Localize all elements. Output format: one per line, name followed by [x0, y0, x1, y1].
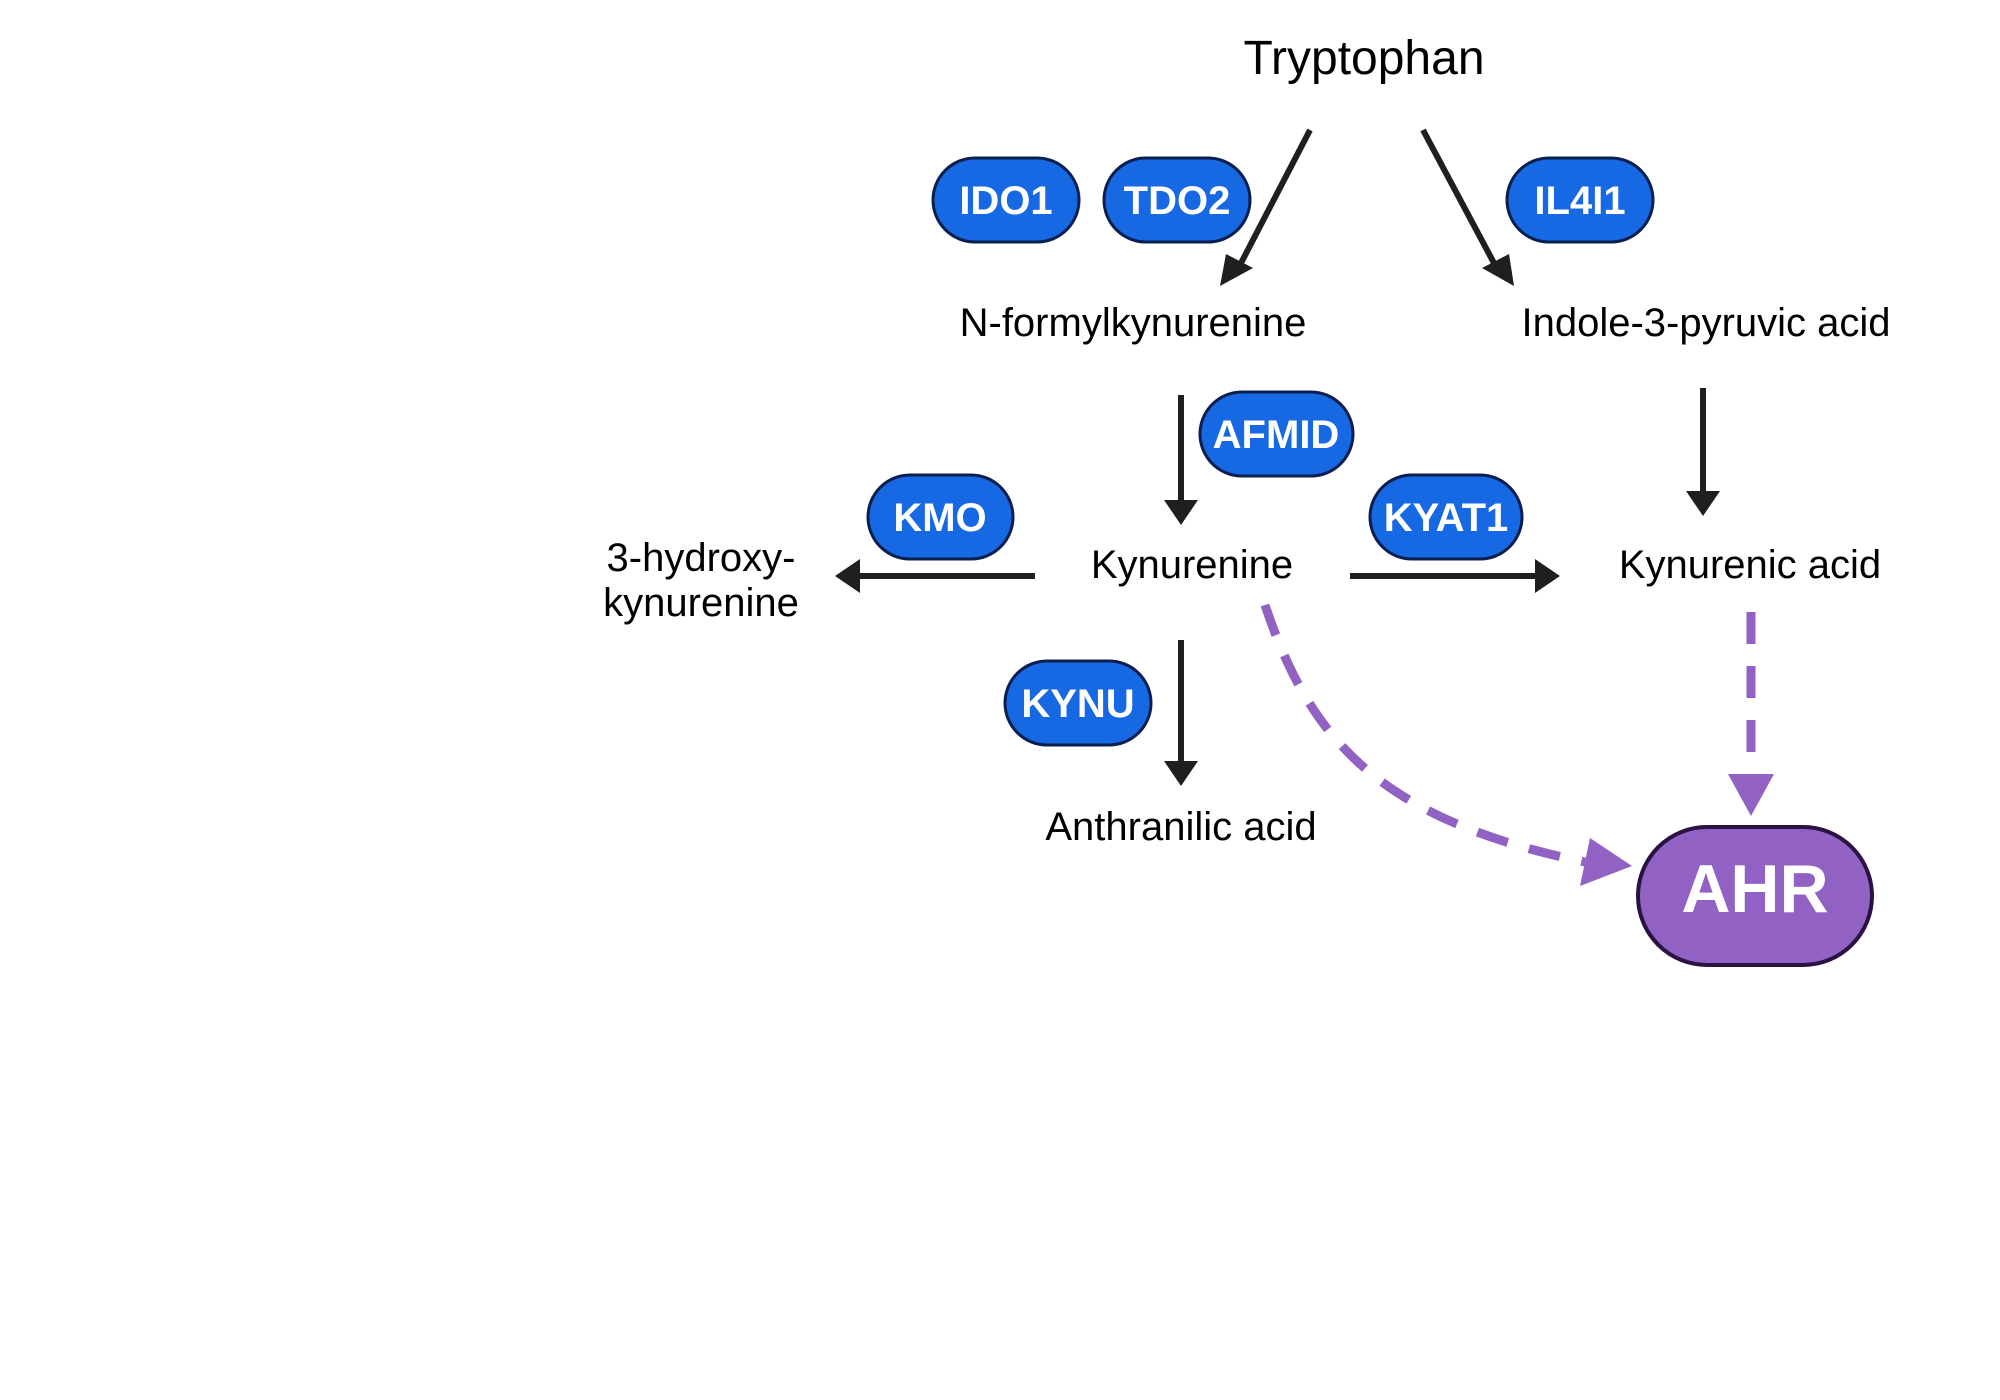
enzyme-badge-tdo2: TDO2	[1102, 156, 1252, 244]
enzyme-badge-kmo: KMO	[866, 473, 1015, 561]
metabolite-tryptophan: Tryptophan	[1243, 32, 1484, 85]
enzyme-label-kynu: KYNU	[1021, 682, 1134, 726]
enzyme-badge-kyat1: KYAT1	[1368, 473, 1524, 561]
enzyme-label-il4i1: IL4I1	[1534, 179, 1625, 223]
metabolite-anthranilic-acid: Anthranilic acid	[1045, 805, 1316, 849]
receptor-label-ahr: AHR	[1681, 851, 1828, 927]
arrow-kynurenine-to-3-hydroxykynurenine	[835, 559, 1035, 593]
enzyme-badge-kynu: KYNU	[1003, 659, 1153, 747]
receptor-ahr: AHR	[1636, 825, 1874, 967]
arrow-kynurenine-to-anthranilic-acid	[1164, 640, 1198, 786]
enzyme-label-tdo2: TDO2	[1124, 179, 1231, 223]
enzyme-badge-afmid: AFMID	[1198, 390, 1355, 478]
arrow-kynurenine-to-kynurenic-acid	[1350, 559, 1560, 593]
metabolite-kynurenic-acid: Kynurenic acid	[1619, 543, 1881, 587]
enzyme-label-kmo: KMO	[893, 496, 986, 540]
dashed-arrow-kynurenine-to-ahr	[1260, 603, 1632, 886]
arrow-tryptophan-to-indole-3-pyruvic-acid	[1420, 128, 1514, 286]
enzyme-badge-il4i1: IL4I1	[1505, 156, 1655, 244]
metabolite-3-hydroxykynurenine-line1: 3-hydroxy-	[607, 536, 796, 580]
metabolite-n-formylkynurenine: N-formylkynurenine	[960, 301, 1307, 345]
metabolite-kynurenine: Kynurenine	[1091, 543, 1293, 587]
metabolite-indole-3-pyruvic-acid: Indole-3-pyruvic acid	[1521, 301, 1890, 345]
dashed-arrow-kynurenic-acid-to-ahr	[1728, 612, 1774, 816]
enzyme-label-kyat1: KYAT1	[1384, 496, 1509, 540]
enzyme-label-ido1: IDO1	[959, 179, 1052, 223]
enzyme-badge-ido1: IDO1	[931, 156, 1081, 244]
metabolite-3-hydroxykynurenine-line2: kynurenine	[603, 581, 799, 625]
arrow-n-formylkynurenine-to-kynurenine	[1164, 395, 1198, 525]
arrow-indole-3-pyruvic-acid-to-kynurenic-acid	[1686, 388, 1720, 516]
enzyme-label-afmid: AFMID	[1213, 413, 1340, 457]
arrow-tryptophan-to-n-formylkynurenine	[1220, 128, 1313, 286]
